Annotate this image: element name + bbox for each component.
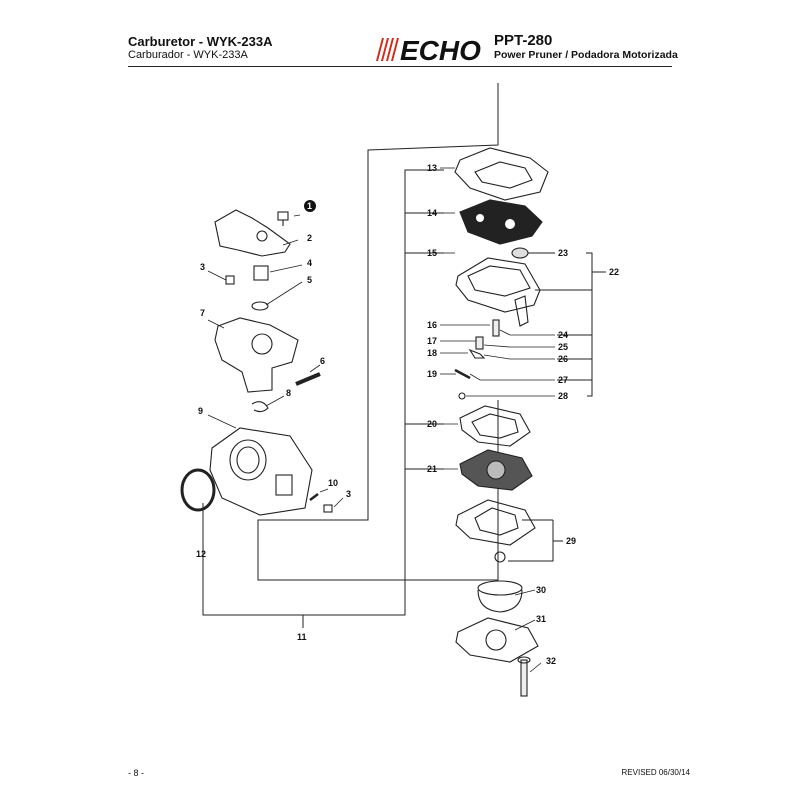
throttle-lever [214,209,291,257]
callout-6: 6 [320,356,325,366]
assembly-bracket-lines [202,83,606,628]
callout-1: 1 [307,201,312,211]
callout-19: 19 [427,369,437,379]
carburetor-main-body [209,427,313,516]
callout-29: 29 [566,536,576,546]
callout-27: 27 [558,375,568,385]
callout-16: 16 [427,320,437,330]
callout-4: 4 [307,258,312,268]
callout-31: 31 [536,614,546,624]
callout-24: 24 [558,330,568,340]
throttle-housing [214,317,299,393]
callout-28: 28 [558,391,568,401]
callout-22: 22 [609,267,619,277]
callout-3b: 3 [346,489,351,499]
callout-10: 10 [328,478,338,488]
callout-23: 23 [558,248,568,258]
callout-9: 9 [198,406,203,416]
parts-artwork [180,147,549,697]
intake-gasket [180,468,216,512]
cover-gasket [454,147,549,201]
pump-diaphragm [459,199,543,245]
callout-25: 25 [558,342,568,352]
primer-retainer [455,617,539,663]
callout-11: 11 [297,632,307,642]
echo-logo: ECHO [376,35,481,63]
callout-18: 18 [427,348,437,358]
callout-1-marker [304,200,316,212]
callout-21: 21 [427,464,437,474]
callout-26: 26 [558,354,568,364]
callout-20: 20 [427,419,437,429]
page-title: Carburetor - WYK-233A [128,34,273,49]
model-number: PPT-280 [494,32,553,49]
leader-lines [207,167,555,673]
primer-bulb [477,589,523,613]
metering-gasket [459,405,531,447]
metering-cover [455,499,536,546]
callout-8: 8 [286,388,291,398]
carburetor-cover-body [455,257,541,313]
svg-text:ECHO: ECHO [400,35,481,63]
callout-17: 17 [427,336,437,346]
header-model: PPT-280 Power Pruner / Podadora Motoriza… [494,32,678,62]
callout-3a: 3 [200,262,205,272]
callout-7: 7 [200,308,205,318]
filter-screen [511,247,529,259]
product-name: Power Pruner / Podadora Motorizada [494,49,678,61]
page-subtitle: Carburador - WYK-233A [128,49,248,61]
callout-13: 13 [427,163,437,173]
revision-date: REVISED 06/30/14 [621,768,690,777]
header-rule [128,66,672,67]
callout-32: 32 [546,656,556,666]
header-titles: Carburetor - WYK-233A Carburador - WYK-2… [128,34,272,62]
callout-30: 30 [536,585,546,595]
callout-14: 14 [427,208,437,218]
callout-labels: 1 2 3 4 5 6 7 8 9 10 3 11 12 13 14 15 16… [196,163,619,666]
page-number: - 8 - [128,768,145,778]
callout-5: 5 [307,275,312,285]
callout-15: 15 [427,248,437,258]
callout-2: 2 [307,233,312,243]
callout-12: 12 [196,549,206,559]
